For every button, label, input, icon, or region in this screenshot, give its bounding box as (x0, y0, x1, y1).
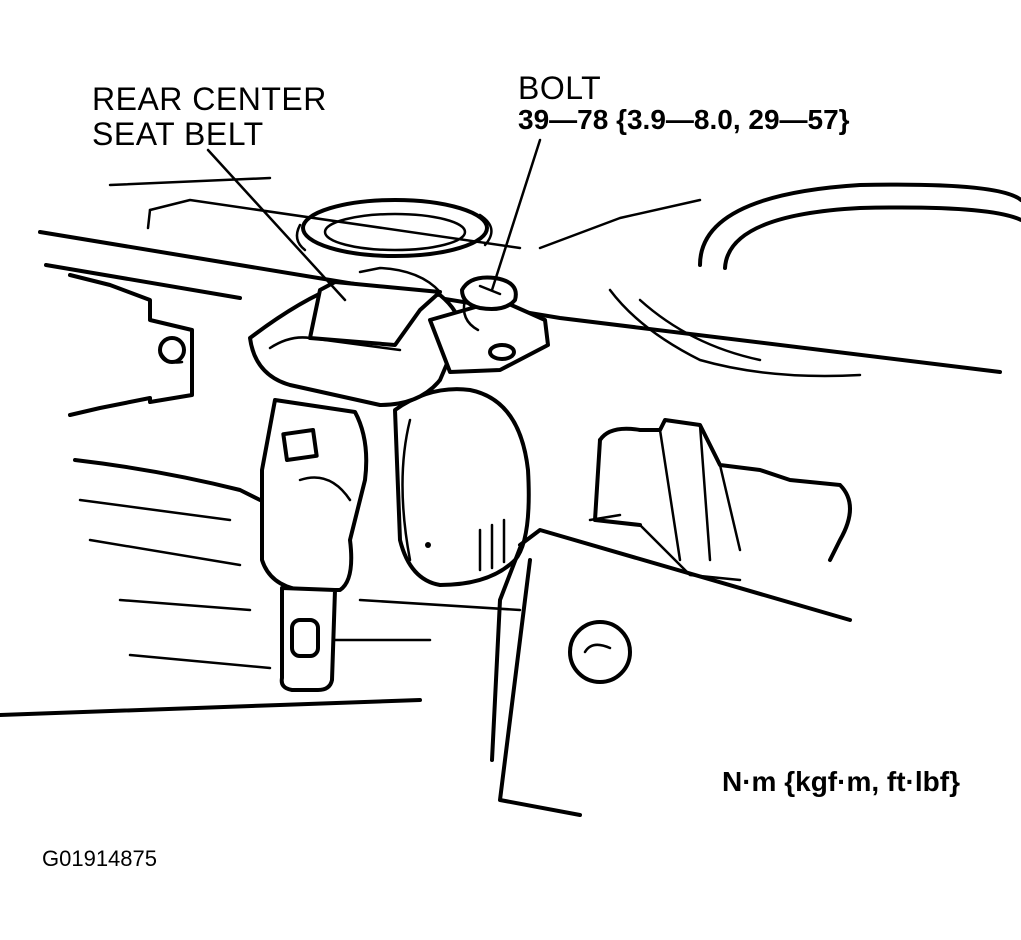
figure-id: G01914875 (42, 846, 157, 871)
leader-lines (206, 138, 542, 302)
bolt-torque-spec: 39—78 {3.9—8.0, 29—57} (518, 104, 850, 135)
rear-speaker (608, 182, 1021, 378)
bolt-label: BOLT (518, 70, 602, 106)
seat-back-panel (490, 528, 852, 817)
belt-webbing (260, 398, 369, 592)
torque-units: N·m {kgf·m, ft·lbf} (722, 766, 960, 797)
left-bracket (68, 273, 194, 417)
lower-trim-lines (0, 458, 522, 717)
rear-shelf-lines (38, 176, 1002, 374)
bolt-leader-line (490, 138, 542, 292)
seat-belt-label-line2: SEAT BELT (92, 116, 264, 152)
seat-latch (588, 418, 852, 582)
speaker-grille (295, 198, 493, 258)
anchor-bracket (428, 275, 550, 374)
seat-belt-leader-line (206, 148, 347, 302)
belt-guide (248, 266, 462, 407)
tongue-plate (279, 586, 337, 692)
retractor (393, 387, 531, 587)
seat-belt-label-line1: REAR CENTER (92, 81, 327, 117)
